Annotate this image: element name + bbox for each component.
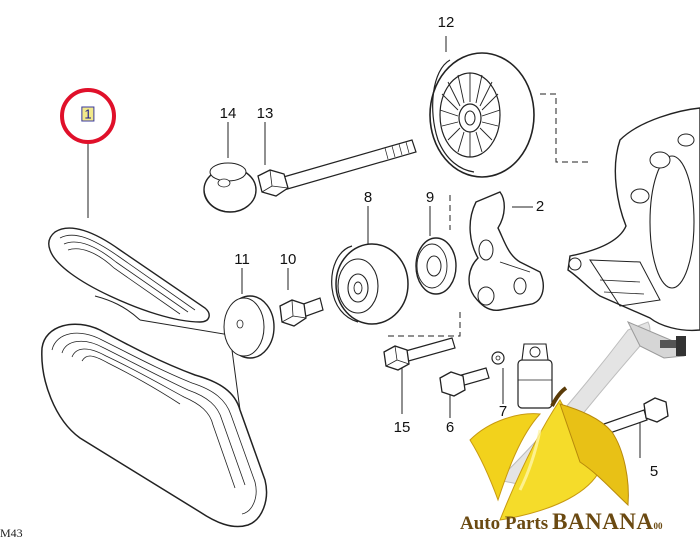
part-15-bolt (383, 337, 456, 371)
part-13-bolt (257, 139, 417, 197)
callout-14[interactable]: 14 (219, 105, 237, 122)
callout-8[interactable]: 8 (363, 189, 373, 206)
callout-1[interactable]: 1 (81, 106, 95, 122)
part-6-bolt (439, 367, 490, 397)
callout-13[interactable]: 13 (256, 105, 274, 122)
part-11-cap (223, 295, 275, 359)
callout-15[interactable]: 15 (393, 419, 411, 436)
watermark-banana-logo (469, 386, 629, 521)
callout-5[interactable]: 5 (649, 463, 659, 480)
part-14-cap (203, 162, 257, 213)
callout-6[interactable]: 6 (445, 419, 455, 436)
housing-bracket (567, 107, 700, 332)
drive-belt (41, 227, 268, 528)
part-5-bolt (603, 397, 669, 435)
watermark-suffix: 00 (653, 521, 663, 531)
watermark-text: Auto Parts BANANA00 (460, 509, 663, 535)
callout-9[interactable]: 9 (425, 189, 435, 206)
callout-11[interactable]: 11 (234, 251, 250, 268)
callout-7[interactable]: 7 (498, 403, 508, 420)
part-12-pulley (429, 52, 535, 178)
part-9-washer (415, 237, 457, 295)
callout-2[interactable]: 2 (535, 198, 545, 215)
callout-12[interactable]: 12 (437, 14, 455, 31)
part-10-bolt (279, 297, 324, 327)
watermark-word-1: Auto Parts (460, 513, 549, 534)
highlight-ring (60, 88, 116, 144)
callout-10[interactable]: 10 (279, 251, 297, 268)
part-8-idler (331, 243, 409, 325)
part-2-tensioner-arm (468, 191, 544, 311)
part-7-damper (491, 343, 553, 409)
diagram-code: M43 (0, 526, 23, 540)
watermark-word-2: BANANA (552, 509, 654, 534)
